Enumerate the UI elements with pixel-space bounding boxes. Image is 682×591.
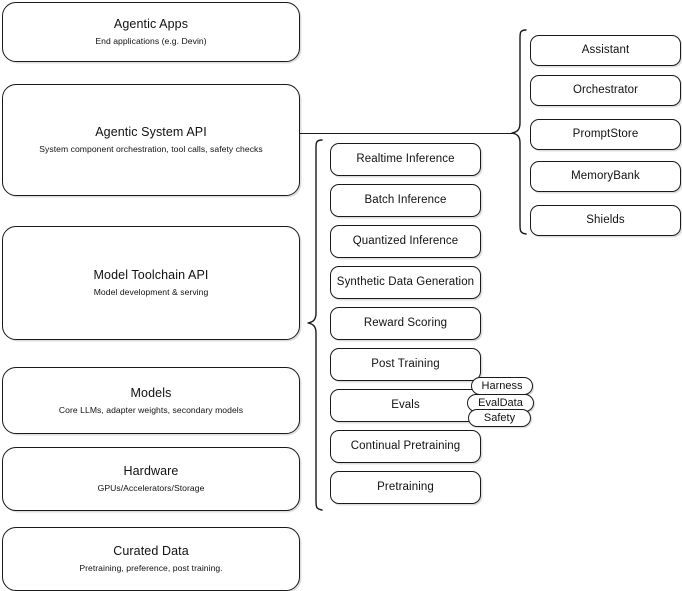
capability-label: Reward Scoring: [363, 317, 448, 329]
layer-title: Hardware: [123, 464, 179, 478]
toolchain-capability-reward-scoring[interactable]: Reward Scoring: [330, 307, 481, 340]
component-label: MemoryBank: [571, 170, 640, 182]
stack-layer-hardware[interactable]: Hardware GPUs/Accelerators/Storage: [2, 447, 300, 511]
component-label: PromptStore: [572, 128, 639, 140]
layer-subtitle: End applications (e.g. Devin): [95, 36, 207, 46]
capability-label: Realtime Inference: [356, 153, 455, 165]
eval-subcomponent-harness[interactable]: Harness: [471, 377, 533, 395]
layer-title: Model Toolchain API: [93, 268, 209, 282]
agentic-component-memorybank[interactable]: MemoryBank: [530, 161, 681, 192]
component-label: Assistant: [581, 44, 630, 56]
pill-label: Harness: [481, 380, 523, 392]
toolchain-capability-quantized-inference[interactable]: Quantized Inference: [330, 225, 481, 258]
agentic-system-to-components-line: [300, 133, 515, 135]
agentic-component-orchestrator[interactable]: Orchestrator: [530, 75, 681, 106]
capability-label: Post Training: [371, 358, 440, 370]
toolchain-capability-realtime-inference[interactable]: Realtime Inference: [330, 143, 481, 176]
toolchain-capability-evals[interactable]: Evals: [330, 389, 481, 422]
stack-layer-agentic-system-api[interactable]: Agentic System API System component orch…: [2, 84, 300, 196]
layer-title: Agentic Apps: [113, 17, 189, 31]
layer-title: Curated Data: [113, 544, 189, 558]
toolchain-capability-synthetic-data-generation[interactable]: Synthetic Data Generation: [330, 266, 481, 299]
layer-title: Models: [130, 385, 172, 400]
capability-label: Synthetic Data Generation: [336, 276, 475, 288]
stack-layer-curated-data[interactable]: Curated Data Pretraining, preference, po…: [2, 527, 300, 591]
toolchain-capability-post-training[interactable]: Post Training: [330, 348, 481, 381]
eval-subcomponent-safety[interactable]: Safety: [468, 409, 531, 427]
agentic-components-brace: [511, 29, 527, 235]
agentic-component-assistant[interactable]: Assistant: [530, 35, 681, 66]
layer-subtitle: System component orchestration, tool cal…: [39, 144, 263, 154]
stack-layer-model-toolchain-api[interactable]: Model Toolchain API Model development & …: [2, 226, 300, 340]
agentic-component-shields[interactable]: Shields: [530, 205, 681, 236]
capability-label: Continual Pretraining: [350, 440, 461, 452]
agentic-component-promptstore[interactable]: PromptStore: [530, 119, 681, 150]
capability-label: Quantized Inference: [352, 235, 459, 247]
stack-layer-models[interactable]: Models Core LLMs, adapter weights, secon…: [2, 367, 300, 434]
pill-label: Safety: [483, 412, 516, 424]
toolchain-capabilities-brace: [307, 139, 323, 511]
component-label: Shields: [586, 214, 625, 226]
layer-subtitle: Pretraining, preference, post training.: [79, 563, 223, 573]
capability-label: Pretraining: [377, 481, 434, 493]
toolchain-capability-continual-pretraining[interactable]: Continual Pretraining: [330, 430, 481, 463]
capability-label: Evals: [391, 399, 420, 411]
layer-subtitle: GPUs/Accelerators/Storage: [97, 483, 205, 493]
layer-title: Agentic System API: [95, 125, 207, 139]
toolchain-capability-batch-inference[interactable]: Batch Inference: [330, 184, 481, 217]
pill-label: EvalData: [478, 397, 523, 409]
component-label: Orchestrator: [572, 84, 639, 96]
layer-subtitle: Core LLMs, adapter weights, secondary mo…: [58, 404, 244, 415]
layer-subtitle: Model development & serving: [93, 287, 209, 297]
stack-layer-agentic-apps[interactable]: Agentic Apps End applications (e.g. Devi…: [2, 2, 300, 62]
toolchain-capability-pretraining[interactable]: Pretraining: [330, 471, 481, 504]
capability-label: Batch Inference: [364, 194, 447, 206]
